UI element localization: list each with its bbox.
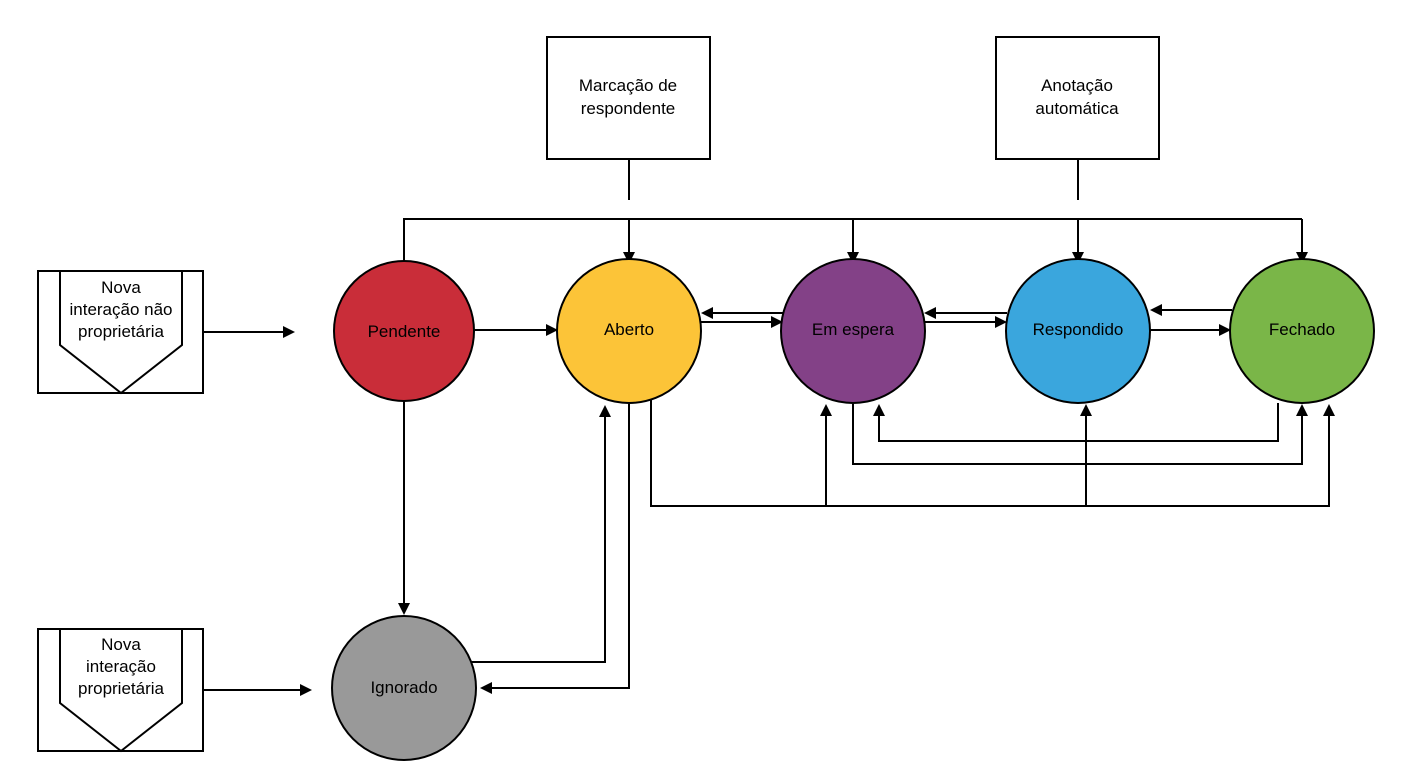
state-respondido[interactable]: Respondido	[1005, 258, 1151, 404]
edge-aberto-fechado	[650, 398, 1330, 507]
arrowhead	[480, 682, 492, 694]
state-fechado-circle[interactable]	[1229, 258, 1375, 404]
state-respondido-circle[interactable]	[1005, 258, 1151, 404]
state-ignorado[interactable]: Ignorado	[331, 615, 477, 761]
offpage-connector-shape	[59, 271, 183, 395]
state-pendente-label: Pendente	[368, 322, 441, 341]
arrowhead	[1296, 404, 1308, 416]
state-respondido-label: Respondido	[1033, 320, 1124, 339]
respondent-marking-line1: Marcação de	[579, 76, 677, 95]
new-owned-line2: interação	[86, 657, 156, 676]
edge-fechado-em-espera	[878, 403, 1279, 442]
auto-annotation-box: Anotação automática	[995, 36, 1160, 160]
arrowhead	[873, 404, 885, 416]
new-non-owned-line2: interação não	[69, 300, 172, 319]
new-non-owned-line3: proprietária	[78, 322, 165, 341]
state-ignorado-circle[interactable]	[331, 615, 477, 761]
arrowhead	[1150, 304, 1162, 316]
arrowhead	[300, 684, 312, 696]
arrowhead	[995, 316, 1007, 328]
edge-em-espera-fechado	[852, 404, 1303, 465]
edge-ignorado-aberto	[470, 417, 606, 663]
edge-aberto-ignorado	[492, 404, 630, 689]
state-pendente[interactable]: Pendente	[333, 260, 475, 402]
new-non-owned-line1: Nova	[101, 278, 141, 297]
state-fechado-label: Fechado	[1269, 320, 1335, 339]
state-em-espera-circle[interactable]	[780, 258, 926, 404]
arrowhead	[546, 324, 558, 336]
new-owned-line1: Nova	[101, 635, 141, 654]
new-non-owned-interaction-box: Nova interação não proprietária	[37, 270, 204, 395]
arrowhead	[283, 326, 295, 338]
arrowhead	[924, 307, 936, 319]
offpage-connector-shape	[59, 629, 183, 753]
arrowhead	[1323, 404, 1335, 416]
state-pendente-circle[interactable]	[333, 260, 475, 402]
arrowhead	[398, 603, 410, 615]
arrowhead	[599, 405, 611, 417]
arrowhead	[820, 404, 832, 416]
new-owned-interaction-box: Nova interação proprietária	[37, 628, 204, 753]
edges	[203, 160, 1330, 691]
state-em-espera-label: Em espera	[812, 320, 895, 339]
new-owned-line3: proprietária	[78, 679, 165, 698]
edge-top-bus	[403, 218, 1302, 262]
state-aberto-label: Aberto	[604, 320, 654, 339]
arrowhead	[771, 316, 783, 328]
state-em-espera[interactable]: Em espera	[780, 258, 926, 404]
arrowheads	[283, 252, 1335, 696]
auto-annotation-line1: Anotação	[1041, 76, 1113, 95]
arrowhead	[701, 307, 713, 319]
state-ignorado-label: Ignorado	[370, 678, 437, 697]
state-aberto[interactable]: Aberto	[556, 258, 702, 404]
state-fechado[interactable]: Fechado	[1229, 258, 1375, 404]
arrowhead	[1080, 404, 1092, 416]
respondent-marking-box: Marcação de respondente	[546, 36, 711, 160]
respondent-marking-line2: respondente	[581, 99, 676, 118]
state-aberto-circle[interactable]	[556, 258, 702, 404]
arrowhead	[1219, 324, 1231, 336]
auto-annotation-line2: automática	[1035, 99, 1119, 118]
